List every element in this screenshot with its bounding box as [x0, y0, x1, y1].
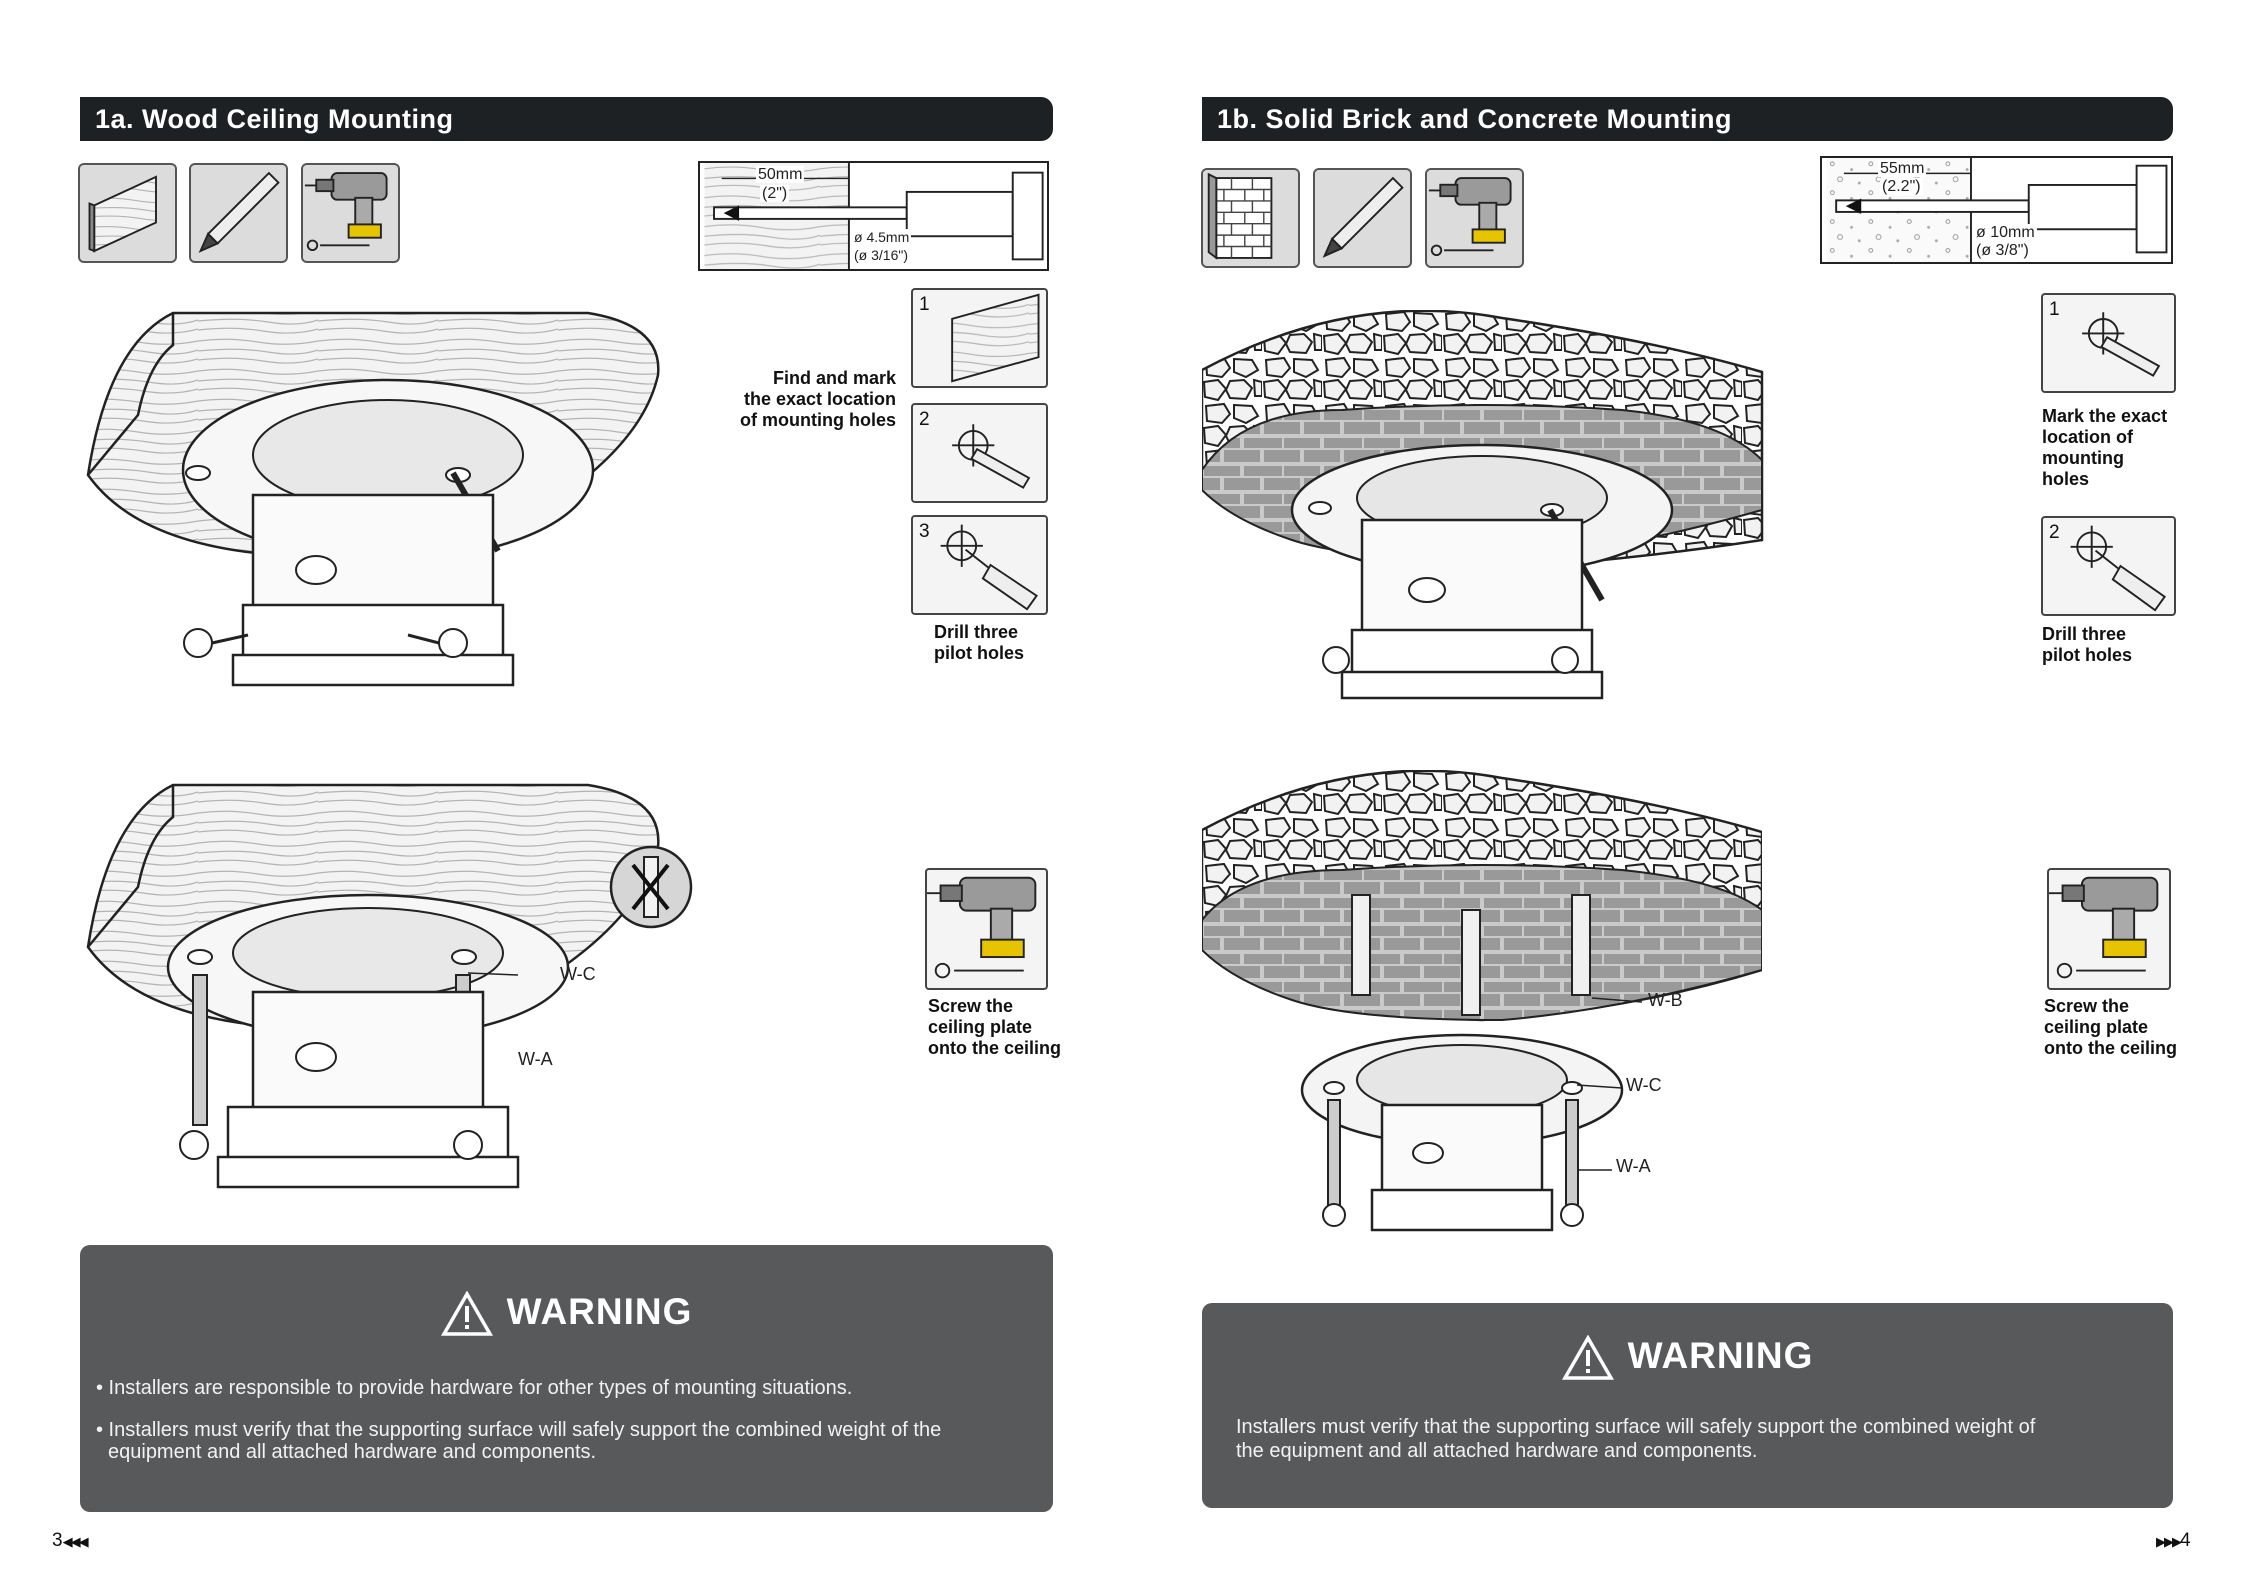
label-w-a: W-A	[1616, 1156, 1651, 1176]
wood-ceiling-figure-1	[78, 305, 678, 715]
drill-diameter-mm: ø 4.5mm	[852, 229, 912, 246]
drill-depth-mm: 55mm	[1878, 160, 1927, 177]
warning-triangle-icon	[440, 1290, 493, 1336]
screw-step-box	[2047, 868, 2171, 990]
section-header-wood: 1a. Wood Ceiling Mounting	[80, 97, 1053, 141]
warning-line-2: the equipment and all attached hardware …	[1236, 1440, 1758, 1462]
step-3-box: 3	[911, 515, 1048, 615]
drill-depth-in: (2.2")	[1880, 178, 1923, 195]
warning-box-right: WARNING Installers must verify that the …	[1202, 1303, 2173, 1508]
drill-diameter-mm: ø 10mm	[1974, 224, 2037, 241]
wood-board-icon	[78, 163, 177, 263]
brick-wall-icon	[1201, 168, 1300, 268]
drill-diameter-in: (ø 3/16")	[852, 247, 910, 264]
label-w-c: W-C	[560, 964, 596, 984]
drill-spec-diagram: 50mm (2") ø 4.5mm (ø 3/16")	[698, 161, 1049, 271]
warning-title-left: WARNING	[80, 1290, 1053, 1337]
drill-depth-in: (2")	[760, 185, 790, 202]
label-w-b: W-B	[1648, 990, 1683, 1010]
warning-line-1: • Installers are responsible to provide …	[96, 1377, 853, 1399]
pencil-icon	[189, 163, 288, 263]
power-drill-icon	[301, 163, 400, 263]
page-number-right: ▶▶▶4	[2156, 1530, 2191, 1551]
power-drill-icon	[1425, 168, 1524, 268]
screw-step-box	[925, 868, 1048, 990]
drill-spec-diagram: 55mm (2.2") ø 10mm (ø 3/8")	[1820, 156, 2173, 264]
warning-line-1: Installers must verify that the supporti…	[1236, 1416, 2036, 1438]
step-1-box: 1	[911, 288, 1048, 388]
drill-depth-mm: 50mm	[756, 166, 805, 183]
caption-screw: Screw the ceiling plate onto the ceiling	[928, 996, 1061, 1058]
step-1-number: 1	[2049, 299, 2060, 320]
caption-mark: Mark the exact location of mounting hole…	[2042, 406, 2168, 489]
warning-title-right: WARNING	[1202, 1334, 2173, 1381]
step-1-box: 1	[2041, 293, 2176, 393]
drill-diameter-in: (ø 3/8")	[1974, 242, 2031, 259]
label-w-c: W-C	[1626, 1075, 1662, 1095]
brick-ceiling-figure-1	[1202, 310, 1782, 710]
caption-screw: Screw the ceiling plate onto the ceiling	[2044, 996, 2177, 1058]
step-2-box: 2	[2041, 516, 2176, 616]
wood-ceiling-figure-2: W-C W-A	[78, 777, 698, 1202]
page-left: 1a. Wood Ceiling Mounting	[0, 0, 1122, 1587]
brick-ceiling-figure-2: W-B W-C W-A	[1202, 770, 1762, 1250]
section-header-brick: 1b. Solid Brick and Concrete Mounting	[1202, 97, 2173, 141]
caption-drill: Drill three pilot holes	[2042, 624, 2132, 665]
step-1-number: 1	[919, 294, 930, 315]
warning-box-left: WARNING • Installers are responsible to …	[80, 1245, 1053, 1512]
step-2-number: 2	[919, 409, 930, 430]
warning-line-3: equipment and all attached hardware and …	[108, 1441, 597, 1463]
step-2-box: 2	[911, 403, 1048, 503]
step-2-number: 2	[2049, 522, 2060, 543]
warning-triangle-icon	[1561, 1334, 1614, 1380]
page-right: 1b. Solid Brick and Concrete Mounting	[1122, 0, 2245, 1587]
label-w-a: W-A	[518, 1049, 553, 1069]
caption-drill: Drill three pilot holes	[934, 622, 1024, 663]
step-3-number: 3	[919, 521, 930, 542]
pencil-icon	[1313, 168, 1412, 268]
caption-find-mark: Find and mark the exact location of moun…	[740, 368, 896, 430]
warning-line-2: • Installers must verify that the suppor…	[96, 1419, 942, 1441]
page-number-left: 3◀◀◀	[52, 1530, 89, 1551]
